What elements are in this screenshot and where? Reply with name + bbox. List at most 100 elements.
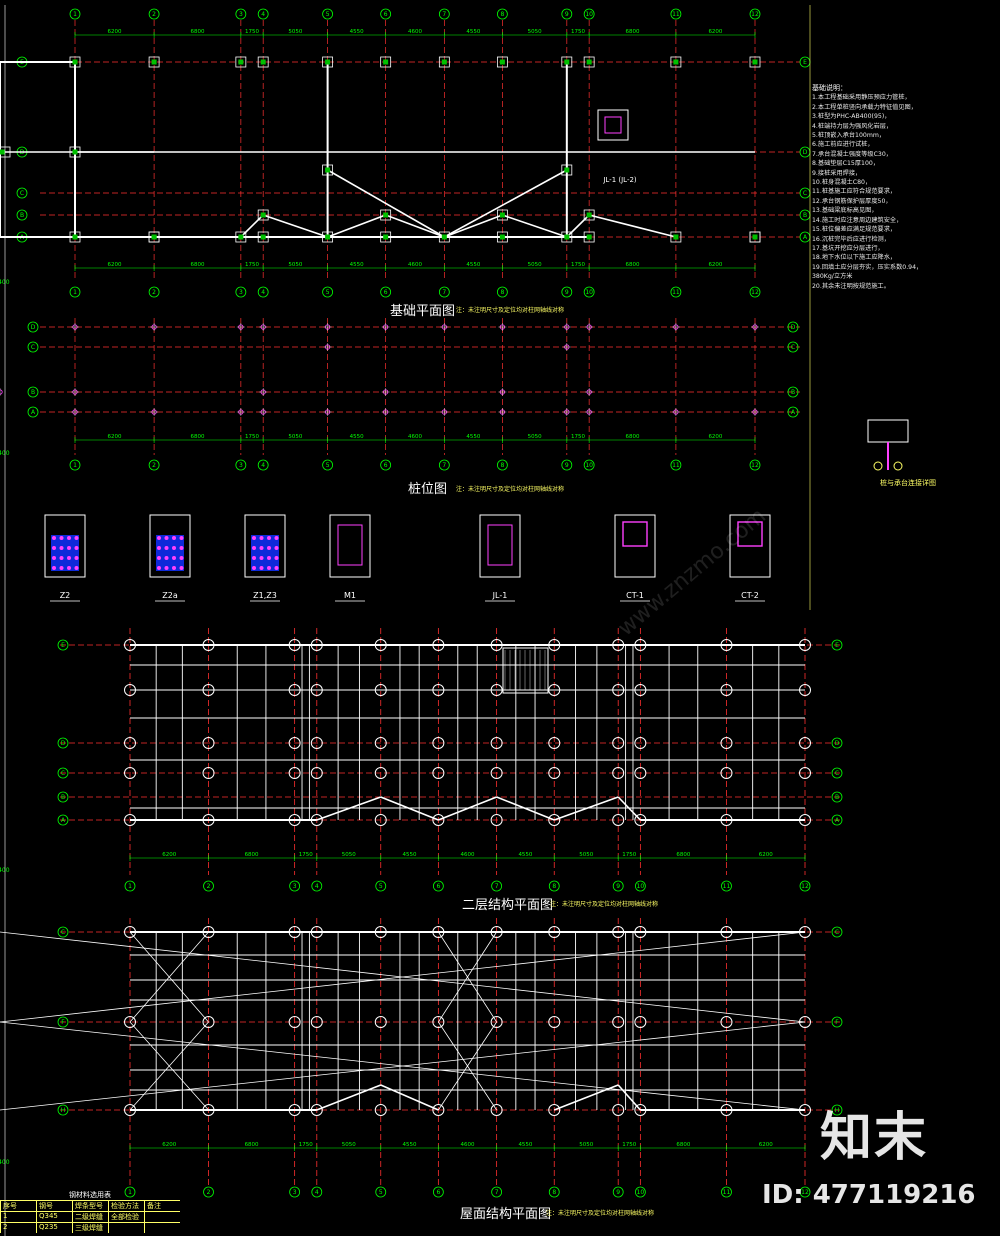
pile-col-bubble bbox=[257, 459, 269, 471]
second-floor-column bbox=[310, 639, 323, 651]
foundation-dim-bottom-text: 4600 bbox=[408, 262, 422, 268]
second-floor-column bbox=[202, 767, 215, 779]
pile-cap bbox=[235, 231, 247, 243]
pile-cap bbox=[322, 164, 334, 176]
rebar-dot bbox=[252, 556, 256, 560]
roof-col-bubble bbox=[289, 1186, 301, 1198]
roof-dim-text: 4550 bbox=[403, 1142, 417, 1148]
axis-bubble-label: 1 bbox=[128, 883, 132, 890]
foundation-dim-bottom-text: 6200 bbox=[708, 262, 722, 268]
second-floor-row-bubble bbox=[831, 814, 843, 826]
second-floor-col-bubble bbox=[548, 880, 560, 892]
roof-column bbox=[432, 1104, 445, 1116]
second-floor-dim-text: 4550 bbox=[518, 852, 532, 858]
pile-cap-detail-circle bbox=[893, 461, 903, 471]
pile-col-bubble bbox=[148, 459, 160, 471]
second-floor-column bbox=[124, 737, 136, 749]
pile-cap-column bbox=[238, 234, 244, 240]
axis-bubble-label: 4 bbox=[261, 11, 265, 18]
note-item: 7.承台混凝土强度等级C30， bbox=[812, 150, 892, 158]
foundation-diagonal-beam bbox=[443, 169, 568, 238]
note-item: 11.桩基施工应符合规范要求， bbox=[812, 188, 897, 196]
foundation-dim-bottom-text: 1750 bbox=[571, 262, 585, 268]
second-floor-col-bubble bbox=[432, 880, 444, 892]
pile-cap bbox=[69, 231, 81, 243]
pile-row-bubble bbox=[27, 321, 39, 333]
roof-dim-text: 6800 bbox=[676, 1142, 690, 1148]
second-floor-column bbox=[432, 737, 445, 749]
detail-label: Z2 bbox=[60, 591, 71, 600]
roof-col-bubble bbox=[375, 1186, 387, 1198]
pile-cap bbox=[561, 56, 573, 68]
second-floor-column bbox=[490, 639, 503, 651]
second-floor-column bbox=[612, 814, 625, 826]
rebar-dot bbox=[67, 536, 71, 540]
detail-section bbox=[597, 109, 629, 141]
detail-label: CT-2 bbox=[741, 591, 759, 600]
pile-cap-column bbox=[564, 167, 570, 173]
detail-frame bbox=[44, 514, 86, 578]
detail-cap-outline bbox=[622, 521, 648, 547]
second-floor-column bbox=[720, 814, 733, 826]
second-floor-diagonal-beam bbox=[380, 796, 439, 821]
axis-bubble-label: H bbox=[61, 1107, 66, 1114]
rebar-dot bbox=[59, 546, 64, 550]
foundation-dim-top-text: 6200 bbox=[108, 29, 122, 35]
axis-bubble-label: 3 bbox=[293, 1189, 297, 1196]
pile-row-bubble bbox=[27, 406, 39, 418]
axis-bubble-label: 1 bbox=[73, 11, 77, 18]
foundation-diagonal-beam bbox=[502, 214, 568, 238]
foundation-row-bubble bbox=[16, 187, 28, 199]
axis-bubble-label: B bbox=[791, 389, 795, 396]
note-item: 380Kg/立方米 bbox=[812, 273, 853, 281]
rebar-dot bbox=[267, 566, 271, 570]
axis-bubble-label: 2 bbox=[207, 883, 211, 890]
roof-x-brace bbox=[438, 1021, 497, 1111]
foundation-diagonal-beam bbox=[444, 214, 503, 238]
roof-x-brace bbox=[129, 1021, 209, 1111]
second-floor-diagonal-beam bbox=[316, 796, 382, 821]
foundation-dim-bottom-text: 6800 bbox=[626, 262, 640, 268]
axis-bubble-label: C bbox=[20, 190, 24, 197]
axis-bubble-label: 10 bbox=[585, 11, 593, 18]
roof-column bbox=[612, 1104, 625, 1116]
pile-dim-text: 1750 bbox=[245, 434, 259, 440]
roof-column bbox=[634, 926, 647, 938]
foundation-dim-bottom-text: 6800 bbox=[190, 262, 204, 268]
roof-x-brace bbox=[129, 931, 209, 1023]
axis-bubble-label: A bbox=[835, 817, 840, 824]
axis-bubble-label: D bbox=[31, 324, 36, 331]
pile-cap bbox=[69, 146, 81, 158]
rebar-dot bbox=[59, 556, 64, 560]
table-cell: 备注 bbox=[144, 1201, 180, 1211]
axis-bubble-label: E bbox=[61, 642, 65, 649]
table-cell: 二级焊缝 bbox=[72, 1212, 108, 1222]
foundation-diagonal-beam bbox=[327, 169, 445, 238]
pile-cap-column bbox=[325, 59, 331, 65]
rebar-dot bbox=[52, 556, 56, 560]
axis-bubble-label: 6 bbox=[384, 462, 388, 469]
second-floor-dim-text: 6200 bbox=[162, 852, 176, 858]
foundation-col-bubble bbox=[583, 8, 595, 20]
note-item: 9.接桩采用焊接， bbox=[812, 169, 862, 177]
foundation-col-bubble bbox=[69, 286, 81, 298]
pile-cap-column bbox=[673, 234, 679, 240]
axis-bubble-label: 2 bbox=[207, 1189, 211, 1196]
second-floor-column bbox=[288, 737, 301, 749]
pile-col-bubble bbox=[69, 459, 81, 471]
pile-cap bbox=[380, 231, 392, 243]
axis-bubble-label: H bbox=[835, 1107, 840, 1114]
roof-column bbox=[124, 1016, 136, 1028]
roof-column bbox=[634, 1104, 647, 1116]
axis-bubble-label: 9 bbox=[616, 883, 620, 890]
second-floor-col-bubble bbox=[311, 880, 323, 892]
second-floor-col-bubble bbox=[721, 880, 732, 892]
pile-cap bbox=[69, 56, 81, 68]
pile-col-bubble bbox=[496, 459, 508, 471]
axis-bubble-label: F bbox=[61, 1019, 65, 1026]
roof-column bbox=[288, 1016, 301, 1028]
note-item: 20.其余未注明按规范施工。 bbox=[812, 282, 890, 290]
pile-cap bbox=[257, 209, 269, 221]
roof-column bbox=[548, 926, 561, 938]
pile-row-bubble bbox=[787, 386, 799, 398]
